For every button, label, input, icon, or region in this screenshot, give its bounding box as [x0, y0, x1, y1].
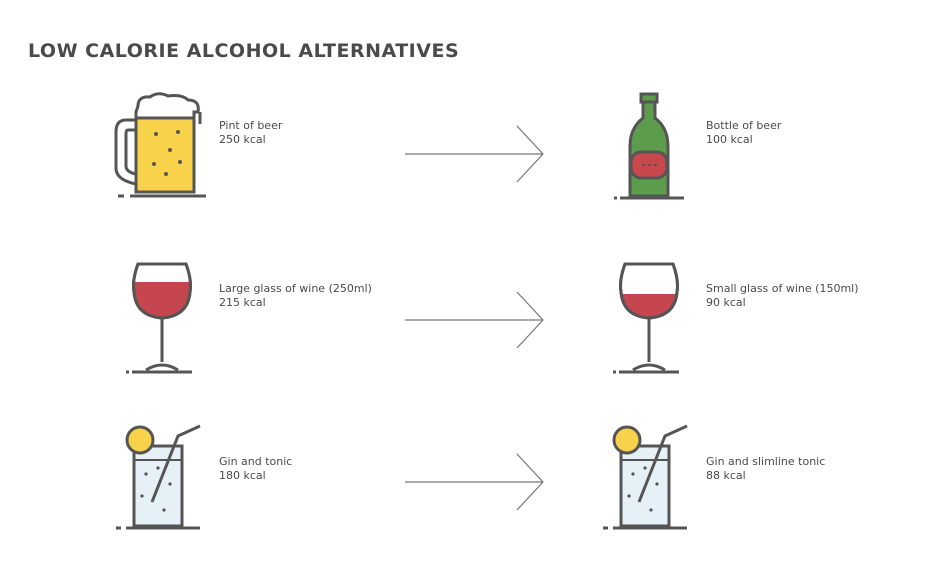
- item-kcal: 215 kcal: [219, 296, 266, 309]
- small-wine-label: Small glass of wine (150ml) 90 kcal: [706, 282, 859, 310]
- page-title: LOW CALORIE ALCOHOL ALTERNATIVES: [28, 40, 460, 62]
- pint-of-beer-label: Pint of beer 250 kcal: [219, 119, 282, 147]
- gin-slimline-tonic-label: Gin and slimline tonic 88 kcal: [706, 455, 825, 483]
- item-kcal: 100 kcal: [706, 133, 753, 146]
- wine-glass-small-icon: [613, 262, 679, 374]
- large-wine-label: Large glass of wine (250ml) 215 kcal: [219, 282, 372, 310]
- item-kcal: 88 kcal: [706, 469, 746, 482]
- beer-bottle-icon: [614, 92, 684, 200]
- gin-slimline-tonic-icon: [603, 424, 688, 530]
- wine-glass-full-icon: [126, 262, 192, 374]
- item-name: Pint of beer: [219, 119, 283, 132]
- arrow-right-icon: [405, 291, 544, 349]
- item-name: Bottle of beer: [706, 119, 782, 132]
- gin-tonic-label: Gin and tonic 180 kcal: [219, 455, 292, 483]
- arrow-right-icon: [405, 453, 544, 511]
- item-kcal: 250 kcal: [219, 133, 266, 146]
- item-name: Small glass of wine (150ml): [706, 282, 859, 295]
- item-name: Large glass of wine (250ml): [219, 282, 372, 295]
- gin-tonic-icon: [116, 424, 201, 530]
- item-kcal: 180 kcal: [219, 469, 266, 482]
- item-kcal: 90 kcal: [706, 296, 746, 309]
- item-name: Gin and tonic: [219, 455, 293, 468]
- beer-mug-icon: [114, 92, 206, 198]
- bottle-of-beer-label: Bottle of beer 100 kcal: [706, 119, 781, 147]
- item-name: Gin and slimline tonic: [706, 455, 826, 468]
- arrow-right-icon: [405, 125, 544, 183]
